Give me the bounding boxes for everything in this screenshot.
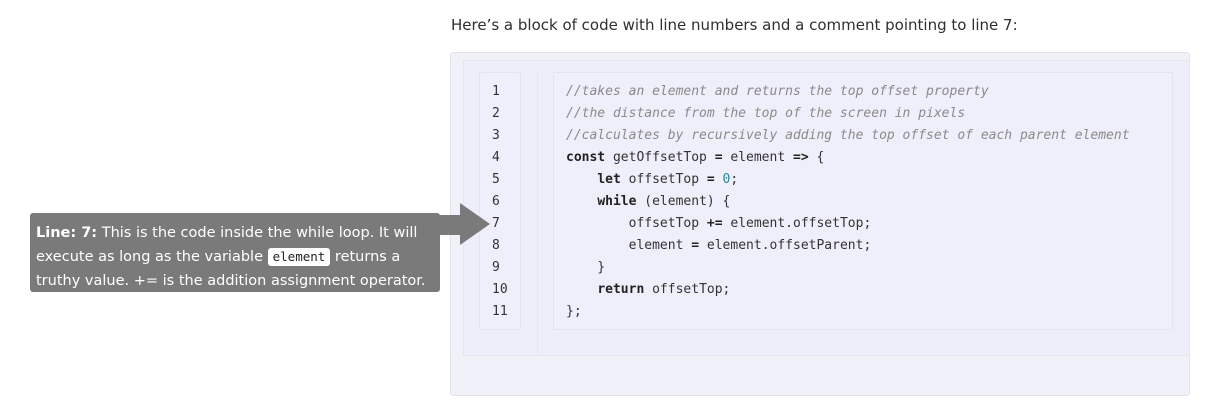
operator: => — [793, 150, 809, 165]
indent — [566, 172, 597, 187]
code-text: { — [808, 150, 825, 165]
code-line-4: const getOffsetTop = element => { — [566, 147, 824, 169]
code-text: getOffsetTop — [605, 150, 715, 165]
indent — [566, 282, 597, 297]
code-line-2: //the distance from the top of the scree… — [566, 106, 966, 121]
code-text: offsetTop — [620, 172, 707, 187]
line-number: 1 — [492, 84, 500, 99]
code-line-8: element = element.offsetParent; — [566, 235, 872, 257]
pointer-arrow-icon — [436, 203, 490, 245]
code-line-9: } — [566, 260, 606, 275]
operator: = — [706, 172, 715, 187]
code-text: element.offsetTop; — [722, 216, 872, 231]
line-number: 8 — [492, 238, 500, 253]
number-literal: 0 — [722, 172, 731, 187]
keyword: let — [597, 172, 621, 187]
keyword: while — [597, 194, 637, 209]
code-area — [553, 72, 1173, 330]
operator: = — [691, 238, 700, 253]
code-line-7: offsetTop += element.offsetTop; — [566, 213, 872, 235]
line-7-comment-tooltip: Line: 7: This is the code inside the whi… — [30, 213, 440, 292]
tooltip-text: returns a truthy value. += is the additi… — [36, 249, 426, 289]
indent — [566, 194, 597, 209]
tooltip-text: This is the code inside the while loop. … — [36, 225, 418, 265]
line-number-gutter — [479, 72, 521, 330]
line-number: 4 — [492, 150, 500, 165]
code-line-1: //takes an element and returns the top o… — [566, 84, 989, 99]
code-text: offsetTop — [628, 216, 707, 231]
code-line-10: return offsetTop; — [566, 279, 730, 301]
line-number: 7 — [492, 216, 500, 231]
code-text: element — [628, 238, 692, 253]
keyword: const — [566, 150, 606, 165]
code-text: offsetTop; — [644, 282, 731, 297]
code-line-3: //calculates by recursively adding the t… — [566, 128, 1130, 143]
gutter-divider — [537, 72, 538, 354]
line-number: 6 — [492, 194, 500, 209]
code-text — [715, 172, 723, 187]
line-number: 10 — [492, 282, 508, 297]
code-line-11: }; — [566, 304, 582, 319]
indent — [566, 216, 629, 231]
line-number: 2 — [492, 106, 500, 121]
code-line-5: let offsetTop = 0; — [566, 169, 738, 191]
indent — [566, 238, 629, 253]
line-number: 5 — [492, 172, 500, 187]
code-text: (element) { — [636, 194, 731, 209]
line-number: 3 — [492, 128, 500, 143]
inline-code: element — [267, 248, 331, 266]
tooltip-label: Line: 7: — [36, 225, 98, 241]
intro-text: Here’s a block of code with line numbers… — [451, 16, 1018, 34]
operator: += — [706, 216, 723, 231]
line-number: 9 — [492, 260, 500, 275]
code-text: element — [722, 150, 793, 165]
code-text: element.offsetParent; — [699, 238, 872, 253]
line-number: 11 — [492, 304, 508, 319]
operator: = — [714, 150, 723, 165]
code-line-6: while (element) { — [566, 191, 730, 213]
keyword: return — [597, 282, 645, 297]
code-text: ; — [730, 172, 739, 187]
